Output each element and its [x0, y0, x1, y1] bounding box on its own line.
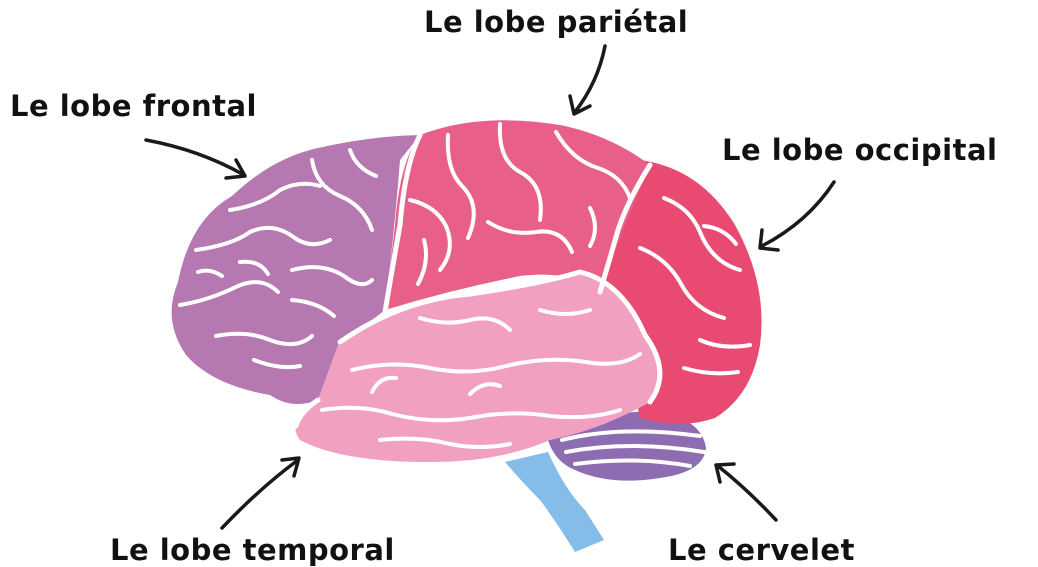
label-temporal-lobe: Le lobe temporal: [110, 536, 395, 565]
arrow-occipital: [760, 182, 834, 250]
label-frontal-lobe: Le lobe frontal: [10, 92, 257, 121]
arrow-temporal: [222, 458, 299, 528]
arrow-cerebellum: [716, 464, 776, 520]
label-cerebellum: Le cervelet: [668, 536, 855, 565]
label-parietal-lobe: Le lobe pariétal: [424, 8, 688, 37]
arrow-frontal: [146, 140, 245, 178]
label-occipital-lobe: Le lobe occipital: [722, 136, 997, 165]
arrow-parietal: [570, 46, 605, 114]
